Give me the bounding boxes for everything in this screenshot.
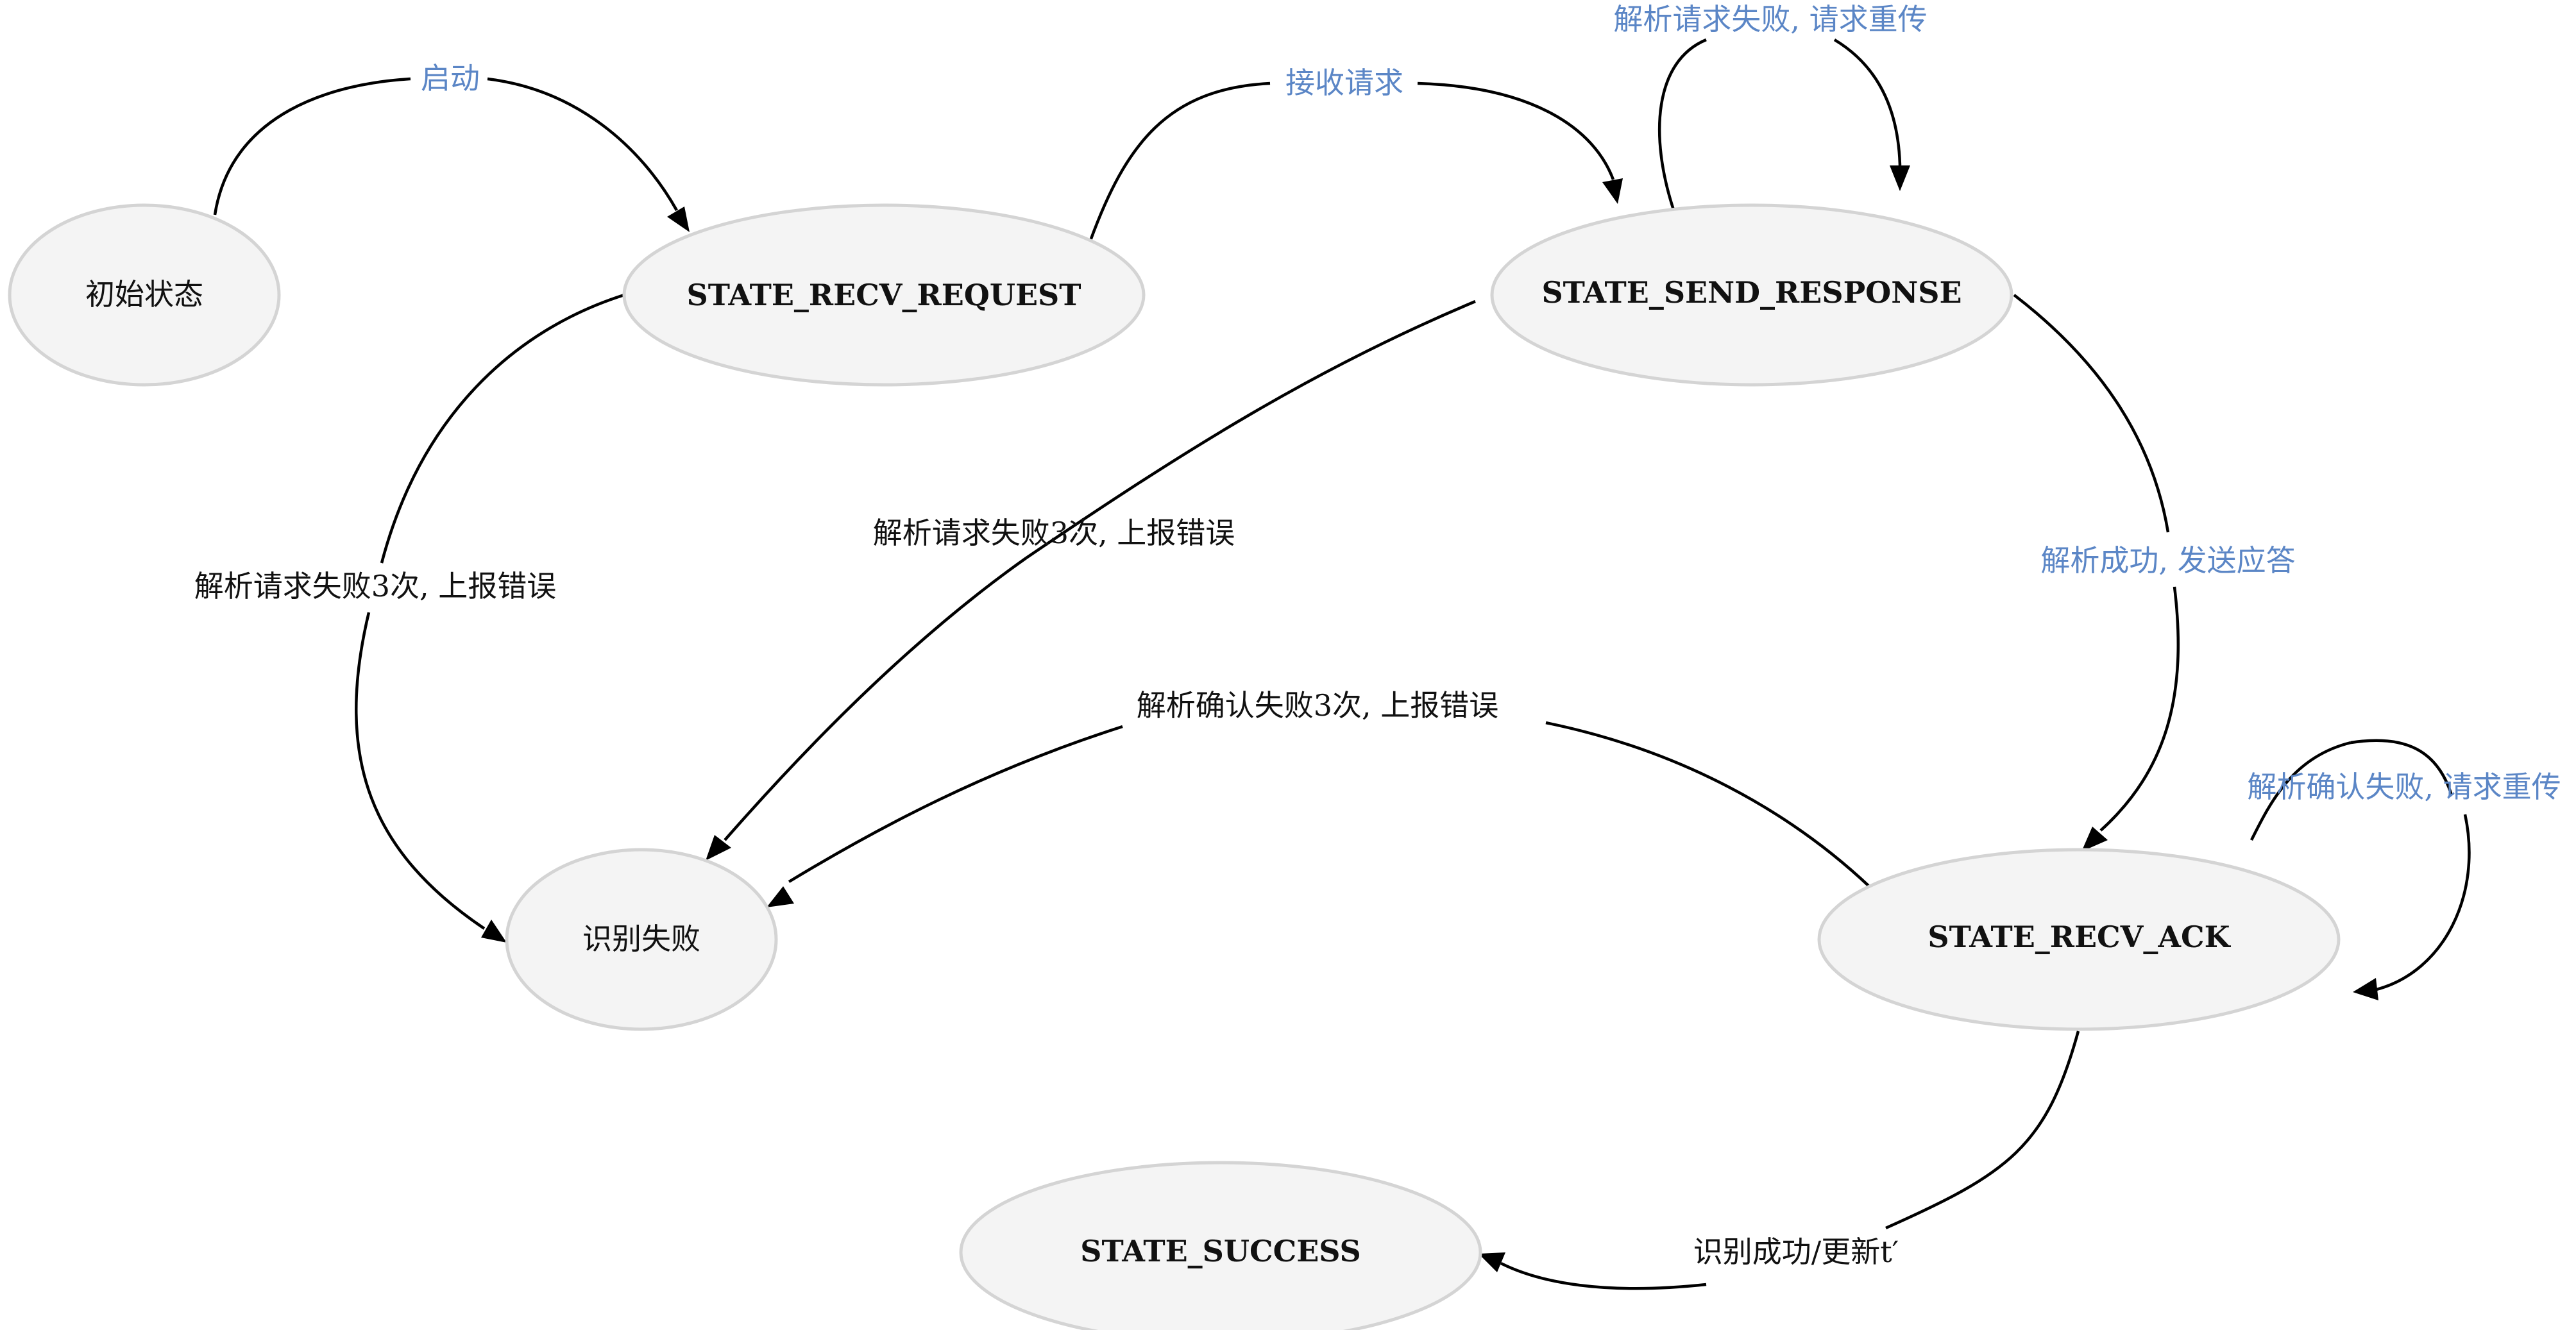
edge-label-parse-ok: 解析成功, 发送应答 (2040, 543, 2295, 578)
arrowhead-icon (1890, 165, 1910, 191)
node-recv-request: STATE_RECV_REQUEST (622, 203, 1146, 387)
node-label-send-response: STATE_SEND_RESPONSE (1541, 275, 1962, 310)
node-success: STATE_SUCCESS (959, 1161, 1482, 1330)
node-label-recv-ack: STATE_RECV_ACK (1928, 920, 2231, 954)
node-send-response: STATE_SEND_RESPONSE (1490, 203, 2013, 387)
edge-label-request-retry: 解析请求失败, 请求重传 (1613, 2, 1927, 37)
node-label-success: STATE_SUCCESS (1080, 1234, 1360, 1268)
arrowhead-icon (667, 206, 690, 232)
edge-label-ack-retry: 解析确认失败, 请求重传 (2247, 770, 2561, 804)
node-initial: 初始状态 (8, 203, 281, 387)
arrowhead-icon (1479, 1252, 1505, 1272)
arrowhead-icon (2081, 827, 2108, 852)
edge-parse-ok (2013, 294, 2180, 852)
edge-request-fail-right (706, 299, 1476, 861)
arrowhead-icon (1602, 178, 1623, 204)
node-label-fail: 识别失败 (582, 922, 700, 956)
arrowhead-icon (767, 886, 794, 907)
node-label-initial: 初始状态 (85, 277, 203, 312)
edge-recognized (1479, 1031, 2080, 1290)
node-recv-ack: STATE_RECV_ACK (1817, 848, 2341, 1031)
edge-recv-request (1089, 81, 1623, 241)
arrowhead-icon (706, 835, 731, 861)
node-fail: 识别失败 (505, 848, 778, 1031)
edge-ack-fail (767, 721, 1871, 907)
edge-label-recognized: 识别成功/更新t′ (1693, 1234, 1899, 1269)
arrowhead-icon (481, 920, 507, 943)
edge-label-ack-fail: 解析确认失败3次, 上报错误 (1137, 688, 1499, 723)
edge-ack-retry (2250, 739, 2471, 1000)
edge-label-request-fail-right: 解析请求失败3次, 上报错误 (873, 516, 1235, 550)
edge-label-recv-request: 接收请求 (1285, 65, 1403, 100)
edge-request-retry (1657, 38, 1910, 212)
edge-label-request-fail-left: 解析请求失败3次, 上报错误 (194, 569, 557, 603)
edge-start (213, 77, 690, 232)
edge-label-start: 启动 (421, 61, 480, 96)
edge-request-fail-left (355, 293, 625, 943)
node-label-recv-request: STATE_RECV_REQUEST (687, 278, 1081, 312)
arrowhead-icon (2353, 978, 2378, 1000)
